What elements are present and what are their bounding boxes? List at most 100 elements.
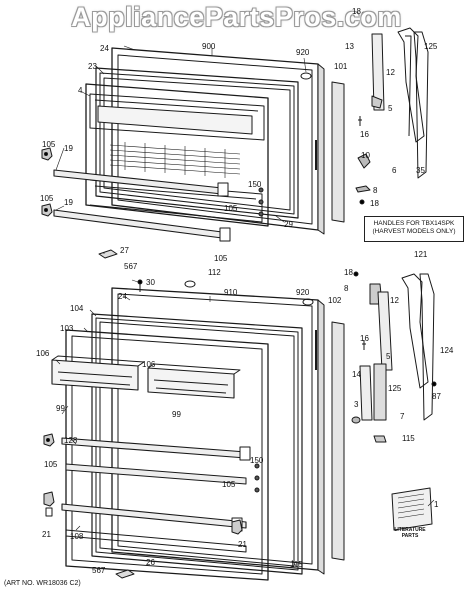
callout-30: 30 xyxy=(146,278,155,287)
door-cam-upper xyxy=(98,249,118,259)
callout-3: 3 xyxy=(354,400,359,409)
leader-lines xyxy=(55,45,435,567)
callout-18-top: 18 xyxy=(352,7,361,16)
literature-parts-booklet xyxy=(391,487,433,531)
callout-27: 27 xyxy=(120,246,129,255)
callout-8-low: 8 xyxy=(344,284,349,293)
callout-99-b: 99 xyxy=(172,410,181,419)
breaker-strip-lower xyxy=(331,321,345,561)
callout-99-a: 99 xyxy=(56,404,65,413)
callout-21-a: 21 xyxy=(42,530,51,539)
callout-12-low: 12 xyxy=(390,296,399,305)
door-shelf-bar-middle xyxy=(65,463,247,485)
callout-106-a: 106 xyxy=(36,349,50,358)
note-line-1: HANDLES FOR TBX14SPK xyxy=(373,220,455,227)
shelf-clip-left-105 xyxy=(43,433,55,447)
hinge-screws-lower xyxy=(254,463,260,493)
callout-103: 103 xyxy=(60,324,74,333)
callout-920-low: 920 xyxy=(296,288,310,297)
shelf-clip-left-21 xyxy=(43,491,55,517)
callout-7: 7 xyxy=(400,412,405,421)
callout-105-b: 105 xyxy=(40,194,54,203)
callout-920-top: 920 xyxy=(296,48,310,57)
callout-108: 108 xyxy=(70,532,84,541)
callout-26: 26 xyxy=(146,558,155,567)
plug-button-upper xyxy=(300,72,312,80)
freezer-door-liner xyxy=(85,83,269,227)
callout-115-a: 115 xyxy=(402,434,415,443)
callout-105-d: 105 xyxy=(214,254,228,263)
plug-button-lower xyxy=(302,298,314,306)
callout-105-e: 105 xyxy=(44,460,58,469)
screw-30 xyxy=(137,279,143,285)
callout-121: 121 xyxy=(414,250,428,259)
callout-12: 12 xyxy=(386,68,395,77)
breaker-strip-upper xyxy=(331,81,345,223)
door-bin-right xyxy=(147,363,241,399)
callout-87: 87 xyxy=(432,392,441,401)
callout-16-top: 16 xyxy=(360,130,369,139)
shelf-clip-left-lower xyxy=(41,203,53,217)
callout-4: 4 xyxy=(78,86,83,95)
freezer-door-outer-panel xyxy=(111,47,325,235)
callout-16-low: 16 xyxy=(360,334,369,343)
callout-104: 104 xyxy=(70,304,84,313)
door-shelf-bar-upper xyxy=(61,437,251,461)
callout-19-b: 19 xyxy=(64,198,73,207)
door-cam-lower xyxy=(115,569,135,579)
watermark: AppliancePartsPros.com xyxy=(71,2,402,32)
fresh-food-handle-assembly xyxy=(351,271,437,443)
callout-5-top: 5 xyxy=(388,104,393,113)
freezer-shelf-bar-upper xyxy=(53,169,229,197)
fresh-food-door-outer-panel xyxy=(111,287,325,575)
callout-910: 910 xyxy=(224,288,238,297)
harvest-handles-note: HANDLES FOR TBX14SPK (HARVEST MODELS ONL… xyxy=(364,216,464,242)
callout-6: 6 xyxy=(392,166,397,175)
art-number: (ART NO. WR18036 C2) xyxy=(4,580,81,587)
door-shelf-bar-lower xyxy=(61,503,247,532)
literature-label: LITERATURE PARTS xyxy=(390,527,430,539)
plug-112 xyxy=(184,280,196,288)
hinge-screws-upper xyxy=(258,187,264,217)
freezer-door-gasket xyxy=(95,67,299,219)
callout-8-top: 8 xyxy=(373,186,378,195)
fresh-food-door-liner xyxy=(65,329,269,581)
callout-21-b: 21 xyxy=(238,540,247,549)
callout-105-a: 105 xyxy=(42,140,56,149)
callout-112: 112 xyxy=(208,268,221,277)
door-shelf-bottom xyxy=(65,529,247,553)
callout-105-c: 105 xyxy=(224,204,238,213)
callout-106-b: 106 xyxy=(142,360,156,369)
callout-14: 14 xyxy=(352,370,361,379)
callout-24-low: 24 xyxy=(118,292,127,301)
callout-5-low: 5 xyxy=(386,352,391,361)
callout-124: 124 xyxy=(440,346,454,355)
door-bin-left xyxy=(51,355,145,391)
shelf-clip-left-upper xyxy=(41,147,53,161)
callout-900: 900 xyxy=(202,42,216,51)
callout-10: 10 xyxy=(361,151,370,160)
callout-125-top: 125 xyxy=(424,42,438,51)
callout-24-top: 24 xyxy=(100,44,109,53)
freezer-shelf-bar-lower xyxy=(53,209,231,242)
literature-label-line-1: LITERATURE xyxy=(394,527,426,533)
callout-128: 128 xyxy=(64,436,78,445)
callout-29: 29 xyxy=(284,220,293,229)
callout-115-b: 115 xyxy=(290,560,303,569)
callout-567-low: 567 xyxy=(92,566,106,575)
callout-23: 23 xyxy=(88,62,97,71)
callout-102: 102 xyxy=(328,296,342,305)
literature-label-line-2: PARTS xyxy=(401,533,419,539)
callout-567-top: 567 xyxy=(124,262,138,271)
freezer-handle-assembly xyxy=(355,11,429,205)
shelf-clip-right-21 xyxy=(231,519,243,535)
callout-19-a: 19 xyxy=(64,144,73,153)
note-line-2: (HARVEST MODELS ONLY) xyxy=(372,228,456,235)
callout-18-low: 18 xyxy=(344,268,353,277)
callout-13: 13 xyxy=(345,42,354,51)
callout-150-top: 150 xyxy=(248,180,262,189)
callout-18-mid: 18 xyxy=(370,199,379,208)
callout-101: 101 xyxy=(334,62,348,71)
callout-150-low: 150 xyxy=(250,456,264,465)
